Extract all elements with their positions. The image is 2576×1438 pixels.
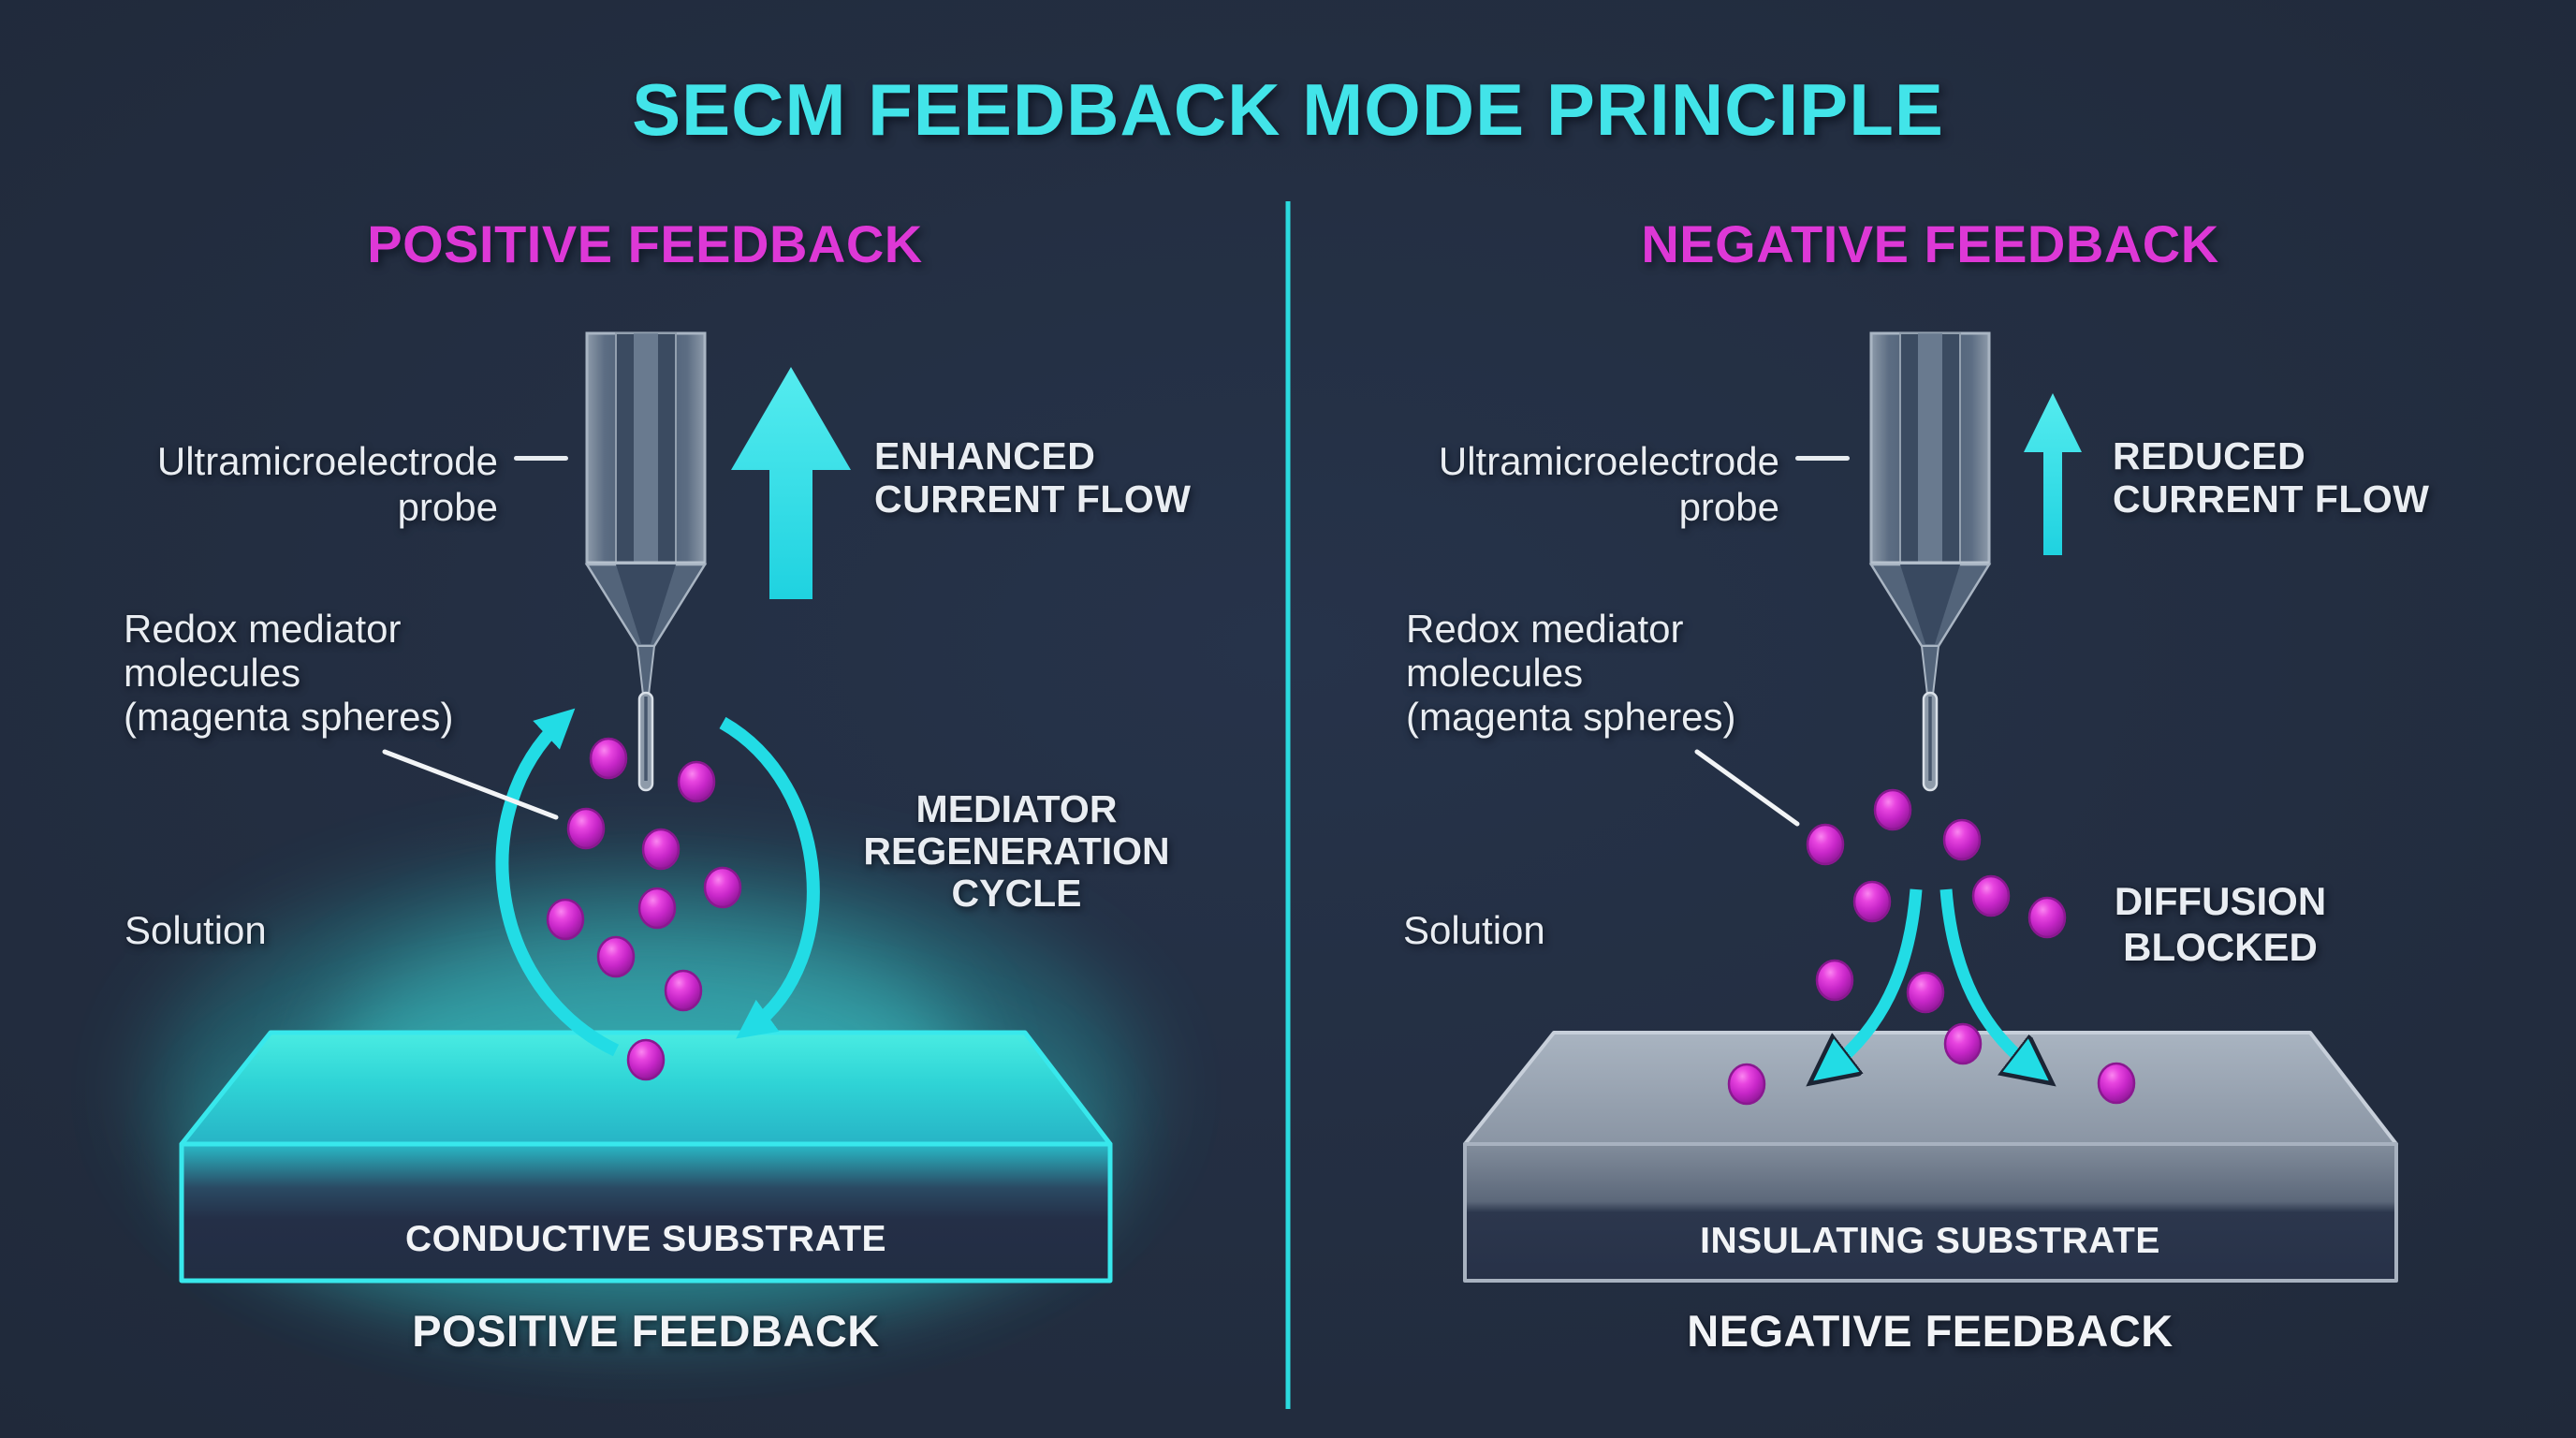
insulating-substrate — [1463, 1031, 2398, 1283]
mediator-sphere — [677, 760, 716, 803]
diagram-title: SECM FEEDBACK MODE PRINCIPLE — [632, 68, 1944, 151]
solution-label-left: Solution — [124, 908, 267, 952]
positive-feedback-footer: POSITIVE FEEDBACK — [412, 1306, 880, 1356]
reduced-current-label: REDUCED CURRENT FLOW — [2113, 434, 2430, 521]
positive-panel-header: POSITIVE FEEDBACK — [367, 214, 923, 273]
mediator-sphere — [641, 828, 681, 871]
mediator-sphere — [664, 969, 703, 1012]
ultramicroelectrode-probe-right — [1869, 331, 1991, 792]
redox-mediator-label-left: Redox mediator molecules (magenta sphere… — [124, 607, 454, 739]
redox-label-line3: (magenta spheres) — [1406, 695, 1736, 739]
redox-label-line2: molecules — [124, 651, 301, 695]
conductive-substrate — [179, 1030, 1113, 1284]
redox-mediator-label-right: Redox mediator molecules (magenta sphere… — [1406, 607, 1736, 739]
probe-label-leader-left — [514, 456, 568, 461]
current-flow-line2: CURRENT FLOW — [874, 477, 1192, 521]
diffusion-blocked-arrows — [1831, 888, 2031, 1067]
conductive-substrate-label: CONDUCTIVE SUBSTRATE — [404, 1219, 887, 1259]
mediator-sphere — [1815, 959, 1854, 1002]
negative-panel-header: NEGATIVE FEEDBACK — [1641, 214, 2219, 273]
mediator-sphere — [2027, 896, 2067, 939]
cycle-label-line3: CYCLE — [951, 872, 1082, 915]
mediator-sphere — [2097, 1062, 2136, 1105]
redox-label-line1: Redox mediator — [1406, 607, 1684, 651]
redox-label-line3: (magenta spheres) — [124, 695, 454, 739]
diffusion-blocked-label: DIFFUSION BLOCKED — [2115, 878, 2326, 970]
mediator-sphere — [1806, 823, 1845, 866]
mediator-sphere — [546, 898, 585, 941]
probe-label-line2: probe — [1678, 485, 1779, 529]
mediator-sphere — [626, 1038, 666, 1081]
redox-label-line2: molecules — [1406, 651, 1584, 695]
probe-label-leader-right — [1795, 456, 1850, 461]
ultramicroelectrode-probe-left — [585, 331, 707, 792]
insulating-substrate-label: INSULATING SUBSTRATE — [1700, 1221, 2160, 1261]
probe-label-line1: Ultramicroelectrode — [1438, 439, 1779, 483]
redox-label-line1: Redox mediator — [124, 607, 402, 651]
mediator-sphere — [1852, 880, 1892, 923]
probe-label-line2: probe — [397, 485, 498, 529]
enhanced-current-arrow-icon — [731, 367, 851, 599]
mediator-sphere — [1943, 1022, 1983, 1065]
mediator-sphere — [1971, 874, 2011, 917]
mediator-spheres-right — [1727, 788, 2136, 1106]
current-flow-line1: REDUCED — [2113, 434, 2306, 477]
mediator-sphere — [637, 887, 677, 930]
blocked-label-line2: BLOCKED — [2123, 925, 2318, 969]
mediator-regeneration-cycle-label: MEDIATOR REGENERATION CYCLE — [863, 788, 1169, 915]
mediator-sphere — [596, 935, 636, 978]
mediator-sphere — [566, 807, 606, 850]
cycle-label-line2: REGENERATION — [863, 829, 1170, 873]
mediator-sphere — [589, 737, 628, 780]
enhanced-current-label: ENHANCED CURRENT FLOW — [874, 434, 1192, 521]
probe-label-right: Ultramicroelectrode probe — [1439, 438, 1779, 530]
probe-label-left: Ultramicroelectrode probe — [157, 438, 498, 530]
mediator-cycle-arrows — [495, 708, 820, 1057]
blocked-label-line1: DIFFUSION — [2114, 879, 2327, 923]
mediator-sphere — [1942, 818, 1982, 861]
reduced-current-arrow-icon — [2024, 393, 2082, 555]
mediator-spheres-left — [546, 737, 742, 1081]
cycle-label-line1: MEDIATOR — [915, 787, 1118, 830]
mediator-sphere — [1906, 971, 1945, 1014]
negative-feedback-footer: NEGATIVE FEEDBACK — [1687, 1306, 2174, 1356]
solution-label-right: Solution — [1403, 908, 1545, 952]
current-flow-line2: CURRENT FLOW — [2113, 477, 2430, 521]
mediator-sphere — [1873, 788, 1912, 831]
current-flow-line1: ENHANCED — [874, 434, 1096, 477]
redox-pointer-line-left — [382, 749, 559, 820]
redox-pointer-line-right — [1694, 749, 1800, 827]
probe-label-line1: Ultramicroelectrode — [156, 439, 498, 483]
mediator-sphere — [703, 866, 742, 909]
mediator-sphere — [1727, 1063, 1766, 1106]
